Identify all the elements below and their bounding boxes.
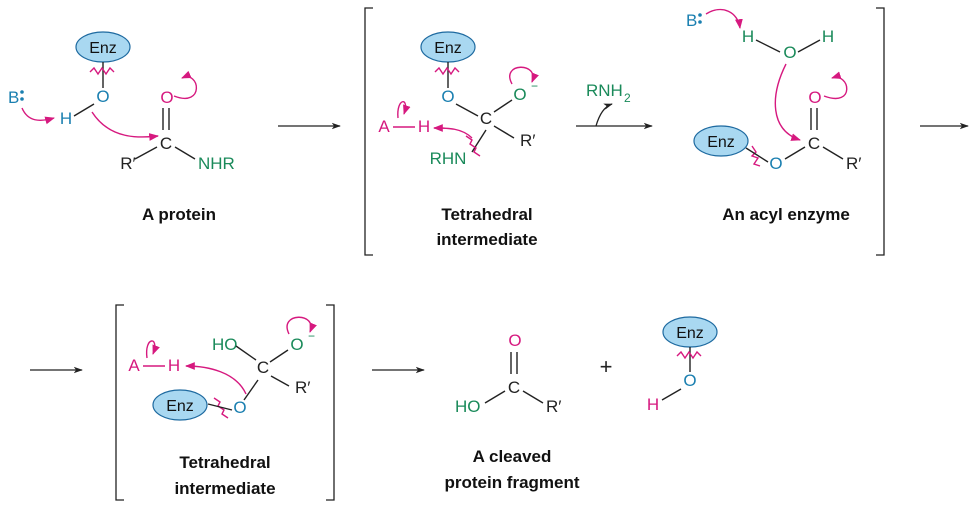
atom-o-water: O	[783, 43, 796, 62]
atom-c: C	[160, 134, 172, 153]
atom-c: C	[808, 134, 820, 153]
atom-o-carbonyl: O	[160, 88, 173, 107]
atom-h: H	[418, 117, 430, 136]
curly-arrow-carbonyl	[823, 71, 848, 99]
label-rnh: RNH	[586, 81, 623, 100]
atom-h: H	[647, 395, 659, 414]
enzyme-label: Enz	[166, 398, 194, 415]
leaving-arrow	[595, 103, 613, 127]
enzyme-label: Enz	[707, 134, 735, 151]
molecule-cleaved-fragment: O C HO R′ A cleaved protein fragment	[444, 331, 579, 492]
atom-o-carbonyl: O	[508, 331, 521, 350]
curly-arrow-n-to-h	[433, 124, 473, 139]
atom-nhr: NHR	[198, 154, 235, 173]
atom-ho: HO	[212, 335, 238, 354]
molecule-acyl-enzyme: B H O H O C R′ O Enz An acyl enzyme	[686, 9, 861, 224]
attachment-squiggle	[434, 66, 460, 76]
curly-arrow-o-to-c	[91, 111, 159, 141]
atom-r-prime: R′	[846, 154, 861, 173]
curly-arrow-acid	[145, 340, 160, 359]
atom-h-right: H	[822, 27, 834, 46]
enzyme-label: Enz	[676, 325, 704, 342]
molecule-free-enzyme: Enz O H	[647, 316, 718, 414]
atom-h-left: H	[742, 27, 754, 46]
atom-o-ester: O	[769, 154, 782, 173]
caption-protein: A protein	[142, 205, 216, 224]
atom-c: C	[480, 109, 492, 128]
caption-intermediate-1: intermediate	[436, 230, 537, 249]
leaving-group-rnh2: RNH 2	[576, 81, 653, 130]
atom-r-prime: R′	[295, 378, 310, 397]
caption-tetrahedral-1: Tetrahedral	[441, 205, 532, 224]
label-subscript-2: 2	[624, 91, 631, 105]
atom-r-prime: R′	[546, 397, 561, 416]
enzyme-label: Enz	[434, 40, 462, 57]
attachment-squiggle	[750, 145, 761, 167]
attachment-squiggle	[676, 350, 702, 360]
bracket-right-1	[876, 7, 885, 256]
caption-intermediate-2: intermediate	[174, 479, 275, 498]
atom-o-minus: O	[290, 335, 303, 354]
atom-h: H	[60, 109, 72, 128]
molecule-tetrahedral-1: Enz O C O − R′ RHN A H Tetrahedral inter…	[378, 31, 539, 249]
bracket-left-2	[115, 304, 124, 501]
atom-rhn: RHN	[430, 149, 467, 168]
bracket-left-1	[364, 7, 373, 256]
attachment-squiggle	[89, 66, 115, 76]
atom-o-carbonyl: O	[808, 88, 821, 107]
cleavage-squiggle	[213, 397, 229, 419]
molecule-protein: Enz O H B O C R′ NHR A protein	[8, 31, 235, 224]
cleavage-squiggle	[465, 135, 481, 157]
atom-base: B	[686, 11, 697, 30]
curly-arrow-oxyanion	[509, 66, 539, 85]
atom-c: C	[257, 358, 269, 377]
caption-acyl-enzyme: An acyl enzyme	[722, 205, 850, 224]
curly-arrow-acid	[397, 101, 411, 119]
atom-r-prime: R′	[120, 154, 135, 173]
curly-arrow-water-to-c	[774, 63, 801, 141]
molecule-tetrahedral-2: HO C O − R′ O Enz A H Tetrahedral interm…	[128, 316, 317, 498]
atom-c: C	[508, 378, 520, 397]
atom-acid: A	[128, 356, 140, 375]
curly-arrow-carbonyl	[173, 70, 198, 99]
atom-r-prime: R′	[520, 131, 535, 150]
atom-o: O	[683, 371, 696, 390]
atom-ho: HO	[455, 397, 481, 416]
atom-o: O	[96, 87, 109, 106]
atom-o: O	[441, 87, 454, 106]
atom-acid: A	[378, 117, 390, 136]
charge-minus: −	[308, 329, 315, 343]
caption-cleaved-2: protein fragment	[444, 473, 579, 492]
curly-arrow-base	[21, 107, 55, 125]
atom-o-enz: O	[233, 398, 246, 417]
atom-base: B	[8, 88, 19, 107]
curly-arrow-base	[705, 9, 743, 29]
caption-cleaved-1: A cleaved	[473, 447, 552, 466]
bracket-right-2	[326, 304, 335, 501]
curly-arrow-oxyanion	[286, 316, 317, 335]
charge-minus: −	[531, 79, 538, 93]
plus-sign: +	[600, 354, 613, 379]
enzyme-bubble	[693, 125, 749, 157]
atom-h: H	[168, 356, 180, 375]
enzyme-label: Enz	[89, 40, 117, 57]
curly-arrow-o-to-h	[185, 362, 247, 395]
caption-tetrahedral-2: Tetrahedral	[179, 453, 270, 472]
atom-o-minus: O	[513, 85, 526, 104]
enzyme-bubble	[152, 389, 208, 421]
